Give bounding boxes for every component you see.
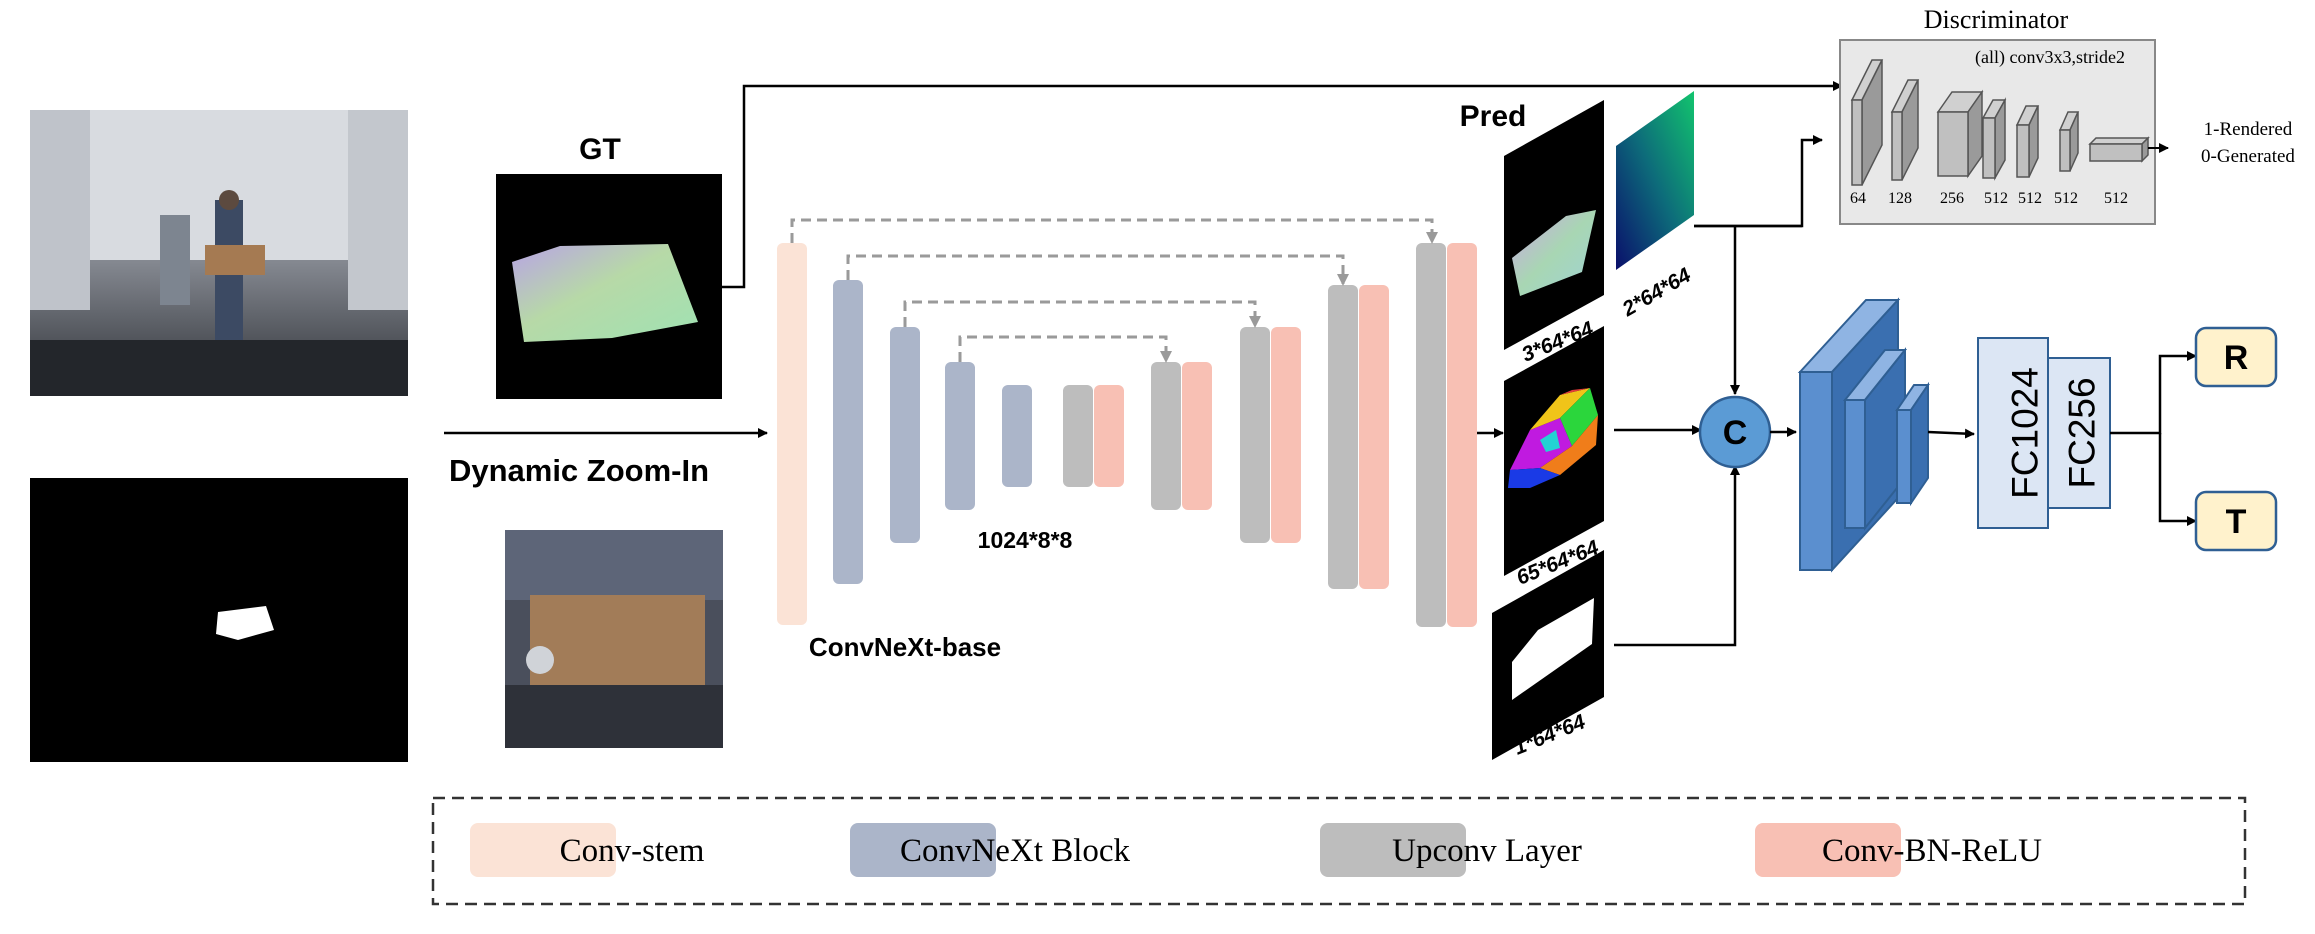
cnn-head-blocks <box>1797 297 1930 573</box>
discriminator-channel-3: 512 <box>1984 190 2008 207</box>
mask-to-concat-arrow <box>1614 465 1740 647</box>
dynamic-zoom-label: Dynamic Zoom-In <box>449 453 709 488</box>
mask-object <box>216 606 274 640</box>
gt-to-discriminator-arrow <box>722 81 1843 289</box>
convnext-bar-3 <box>945 362 975 510</box>
legend-box <box>431 796 2247 906</box>
fragment-segments <box>1508 388 1598 488</box>
discriminator-channel-1: 128 <box>1888 190 1912 207</box>
discriminator-layers <box>1850 59 2150 186</box>
discriminator-channel-2: 256 <box>1940 190 1964 207</box>
upconv-bar-2 <box>1151 362 1181 510</box>
upconv-bar-3 <box>1240 327 1270 543</box>
convnext-bar-1 <box>833 280 863 584</box>
legend-swatch-1 <box>850 823 996 877</box>
discriminator-channel-labels: 64 128 256 512 512 512 512 <box>1850 190 2128 207</box>
discriminator-out-rendered: 1-Rendered <box>2204 119 2293 140</box>
legend-swatch-2 <box>1320 823 1466 877</box>
skip-connections <box>790 218 1438 363</box>
cnn-to-fc-arrow <box>1927 428 1975 439</box>
convbnrelu-bar-5 <box>1447 243 1477 627</box>
out-t-label: T <box>2226 503 2247 541</box>
pred-maps <box>1492 91 1694 760</box>
out-r-box <box>2194 326 2278 388</box>
legend-swatch-0 <box>470 823 616 877</box>
convbnrelu-bar-3 <box>1271 327 1301 543</box>
legend-label-1: ConvNeXt Block <box>900 833 1131 869</box>
pred-uv-map <box>1616 91 1694 270</box>
discriminator-title: Discriminator <box>1924 5 2069 34</box>
convbnrelu-bar-1 <box>1094 385 1124 487</box>
upconv-bar-1 <box>1063 385 1093 487</box>
pred-label: Pred <box>1460 100 1527 133</box>
legend-swatches: Conv-stem ConvNeXt Block Upconv Layer Conv-… <box>470 823 2042 877</box>
convnext-bar-4 <box>1002 385 1032 487</box>
discriminator-channel-5: 512 <box>2054 190 2078 207</box>
discriminator-channel-4: 512 <box>2018 190 2042 207</box>
legend-label-3: Conv-BN-ReLU <box>1822 833 2042 869</box>
discriminator-note: (all) conv3x3,stride2 <box>1975 47 2125 68</box>
convbnrelu-bar-2 <box>1182 362 1212 510</box>
convnext-bar-2 <box>890 327 920 543</box>
conv-stem-bar <box>777 243 807 625</box>
gt-coord-map <box>512 244 698 342</box>
fc256-label: FC256 <box>2062 377 2103 488</box>
out-r-label: R <box>2224 339 2249 377</box>
upconv-bar-5 <box>1416 243 1446 627</box>
backbone-label: ConvNeXt-base <box>809 632 1001 662</box>
pred-dims-2: 2*64*64 <box>1618 264 1695 322</box>
out-t-box <box>2194 490 2278 552</box>
legend-label-2: Upconv Layer <box>1392 833 1582 869</box>
bottleneck-dims-label: 1024*8*8 <box>978 527 1073 553</box>
concat-label: C <box>1723 414 1748 452</box>
pred-to-discriminator-arrow <box>1694 135 1823 228</box>
convbnrelu-bar-4 <box>1359 285 1389 589</box>
legend-swatch-3 <box>1755 823 1901 877</box>
discriminator-channel-6: 512 <box>2104 190 2128 207</box>
fc1024-label: FC1024 <box>2005 367 2046 499</box>
discriminator-out-generated: 0-Generated <box>2201 146 2295 167</box>
fc-to-r-arrow <box>2110 351 2197 435</box>
unet-bars <box>777 243 1477 627</box>
zoom-crop-image <box>505 530 723 748</box>
fc1024-box <box>1977 337 2049 529</box>
input-rgb-image <box>30 110 408 396</box>
discriminator-channel-0: 64 <box>1850 190 1866 207</box>
gt-label: GT <box>579 133 621 166</box>
upconv-bar-4 <box>1328 285 1358 589</box>
fc-to-t-arrow <box>2158 433 2197 526</box>
legend-label-0: Conv-stem <box>560 833 705 869</box>
